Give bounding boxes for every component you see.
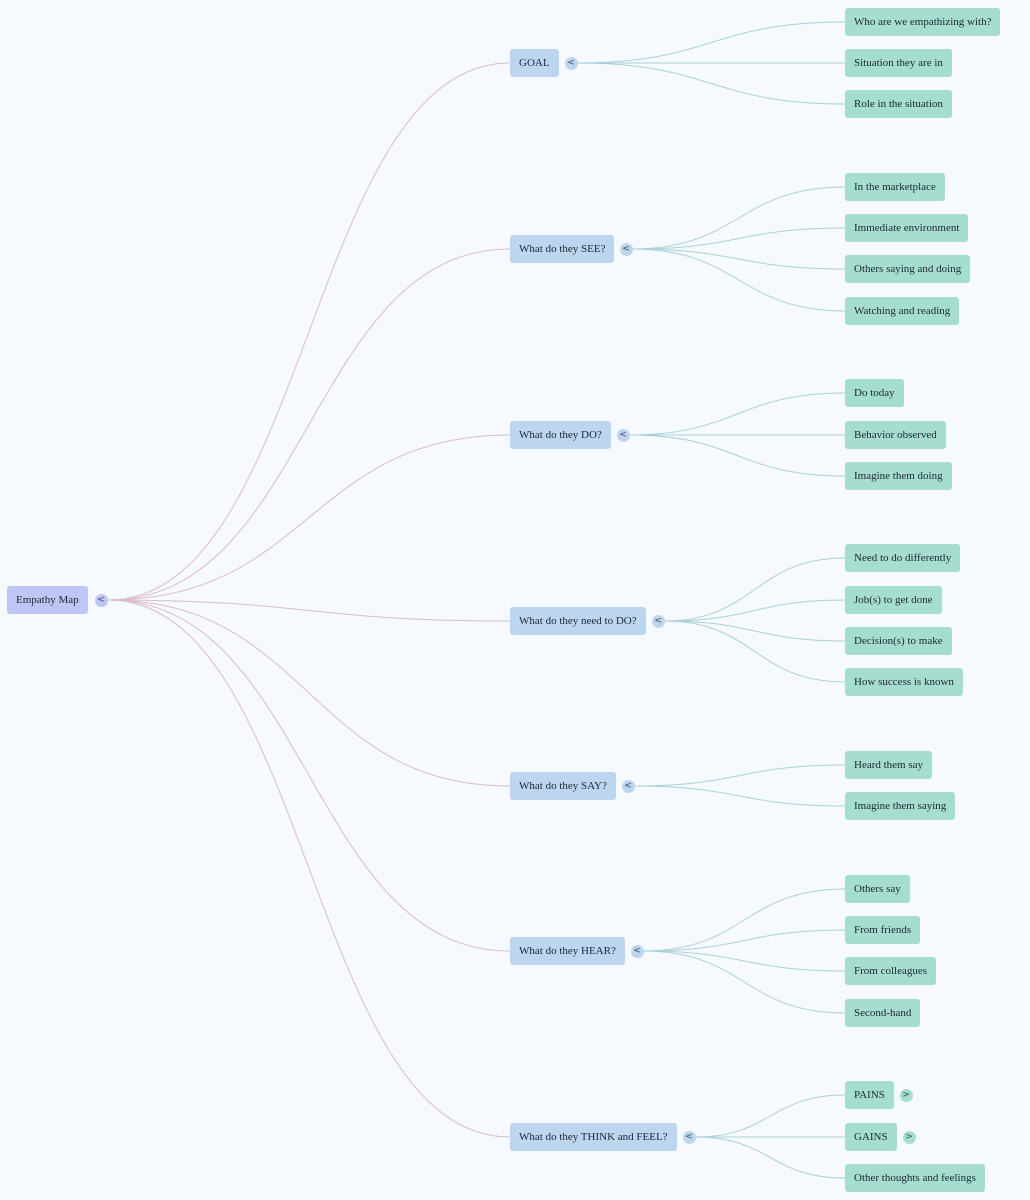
edge-goal-to-role-in-the-situation xyxy=(577,62,846,105)
leaf-node-other-thoughts-and-feelings[interactable]: Other thoughts and feelings xyxy=(845,1164,985,1192)
edge-what-do-they-think-and-feel-to-other-thoughts-and-feelings xyxy=(695,1136,846,1179)
leaf-node-in-the-marketplace[interactable]: In the marketplace xyxy=(845,173,945,201)
edge-what-do-they-need-to-do-to-how-success-is-known xyxy=(664,620,846,683)
category-collapse-toggle-what-do-they-say[interactable]: < xyxy=(621,779,635,793)
leaf-node-imagine-them-saying[interactable]: Imagine them saying xyxy=(845,792,956,820)
category-collapse-toggle-what-do-they-hear[interactable]: < xyxy=(630,944,644,958)
edge-what-do-they-see-to-immediate-environment xyxy=(632,227,846,250)
edge-root-to-what-do-they-hear xyxy=(107,599,511,952)
leaf-node-do-today[interactable]: Do today xyxy=(845,379,904,407)
category-collapse-toggle-what-do-they-think-and-feel[interactable]: < xyxy=(682,1130,696,1144)
leaf-node-imagine-them-doing[interactable]: Imagine them doing xyxy=(845,462,952,490)
leaf-node-others-say[interactable]: Others say xyxy=(845,875,910,903)
edge-what-do-they-hear-to-from-friends xyxy=(643,929,846,952)
leaf-node-role-in-the-situation[interactable]: Role in the situation xyxy=(845,90,952,118)
edge-root-to-what-do-they-need-to-do xyxy=(107,599,511,622)
leaf-node-immediate-environment[interactable]: Immediate environment xyxy=(845,214,969,242)
category-node-goal[interactable]: GOAL xyxy=(510,49,559,77)
leaf-node-decision-s-to-make[interactable]: Decision(s) to make xyxy=(845,627,952,655)
edge-root-to-what-do-they-say xyxy=(107,599,511,787)
leaf-node-gains[interactable]: GAINS xyxy=(845,1123,897,1151)
edge-what-do-they-think-and-feel-to-pains xyxy=(695,1094,846,1138)
leaf-node-from-friends[interactable]: From friends xyxy=(845,916,921,944)
edge-what-do-they-see-to-watching-and-reading xyxy=(632,248,846,312)
edge-root-to-what-do-they-think-and-feel xyxy=(107,599,511,1138)
edge-what-do-they-do-to-imagine-them-doing xyxy=(629,434,846,477)
edge-what-do-they-hear-to-second-hand xyxy=(643,950,846,1014)
leaf-node-others-saying-and-doing[interactable]: Others saying and doing xyxy=(845,255,971,283)
category-node-what-do-they-see[interactable]: What do they SEE? xyxy=(510,235,615,263)
leaf-node-from-colleagues[interactable]: From colleagues xyxy=(845,957,937,985)
edge-what-do-they-say-to-heard-them-say xyxy=(634,764,846,787)
leaf-node-behavior-observed[interactable]: Behavior observed xyxy=(845,421,946,449)
edge-what-do-they-do-to-do-today xyxy=(629,392,846,436)
edge-what-do-they-need-to-do-to-job-s-to-get-done xyxy=(664,599,846,622)
category-node-what-do-they-do[interactable]: What do they DO? xyxy=(510,421,611,449)
edge-what-do-they-need-to-do-to-need-to-do-differently xyxy=(664,557,846,622)
root-collapse-toggle[interactable]: < xyxy=(94,593,108,607)
edge-root-to-what-do-they-see xyxy=(107,248,511,601)
category-node-what-do-they-need-to-do[interactable]: What do they need to DO? xyxy=(510,607,646,635)
leaf-node-situation-they-are-in[interactable]: Situation they are in xyxy=(845,49,952,77)
leaf-node-how-success-is-known[interactable]: How success is known xyxy=(845,668,963,696)
root-node-empathy-map[interactable]: Empathy Map xyxy=(7,586,88,614)
category-collapse-toggle-what-do-they-do[interactable]: < xyxy=(616,428,630,442)
category-node-what-do-they-say[interactable]: What do they SAY? xyxy=(510,772,616,800)
edge-what-do-they-say-to-imagine-them-saying xyxy=(634,785,846,807)
category-collapse-toggle-goal[interactable]: < xyxy=(564,56,578,70)
leaf-expand-toggle-pains[interactable]: > xyxy=(899,1088,913,1102)
edge-what-do-they-hear-to-others-say xyxy=(643,888,846,952)
leaf-node-pains[interactable]: PAINS xyxy=(845,1081,894,1109)
edge-what-do-they-hear-to-from-colleagues xyxy=(643,950,846,972)
leaf-expand-toggle-gains[interactable]: > xyxy=(902,1130,916,1144)
edge-root-to-goal xyxy=(107,62,511,601)
leaf-node-need-to-do-differently[interactable]: Need to do differently xyxy=(845,544,961,572)
leaf-node-who-are-we-empathizing-with[interactable]: Who are we empathizing with? xyxy=(845,8,1001,36)
edge-what-do-they-see-to-others-saying-and-doing xyxy=(632,248,846,270)
leaf-node-second-hand[interactable]: Second-hand xyxy=(845,999,921,1027)
edge-what-do-they-see-to-in-the-marketplace xyxy=(632,186,846,250)
category-collapse-toggle-what-do-they-need-to-do[interactable]: < xyxy=(651,614,665,628)
category-node-what-do-they-hear[interactable]: What do they HEAR? xyxy=(510,937,625,965)
leaf-node-heard-them-say[interactable]: Heard them say xyxy=(845,751,933,779)
category-collapse-toggle-what-do-they-see[interactable]: < xyxy=(619,242,633,256)
edge-goal-to-who-are-we-empathizing-with xyxy=(577,21,846,64)
category-node-what-do-they-think-and-feel[interactable]: What do they THINK and FEEL? xyxy=(510,1123,677,1151)
leaf-node-watching-and-reading[interactable]: Watching and reading xyxy=(845,297,960,325)
leaf-node-job-s-to-get-done[interactable]: Job(s) to get done xyxy=(845,586,942,614)
edge-root-to-what-do-they-do xyxy=(107,434,511,601)
edge-what-do-they-need-to-do-to-decision-s-to-make xyxy=(664,620,846,642)
